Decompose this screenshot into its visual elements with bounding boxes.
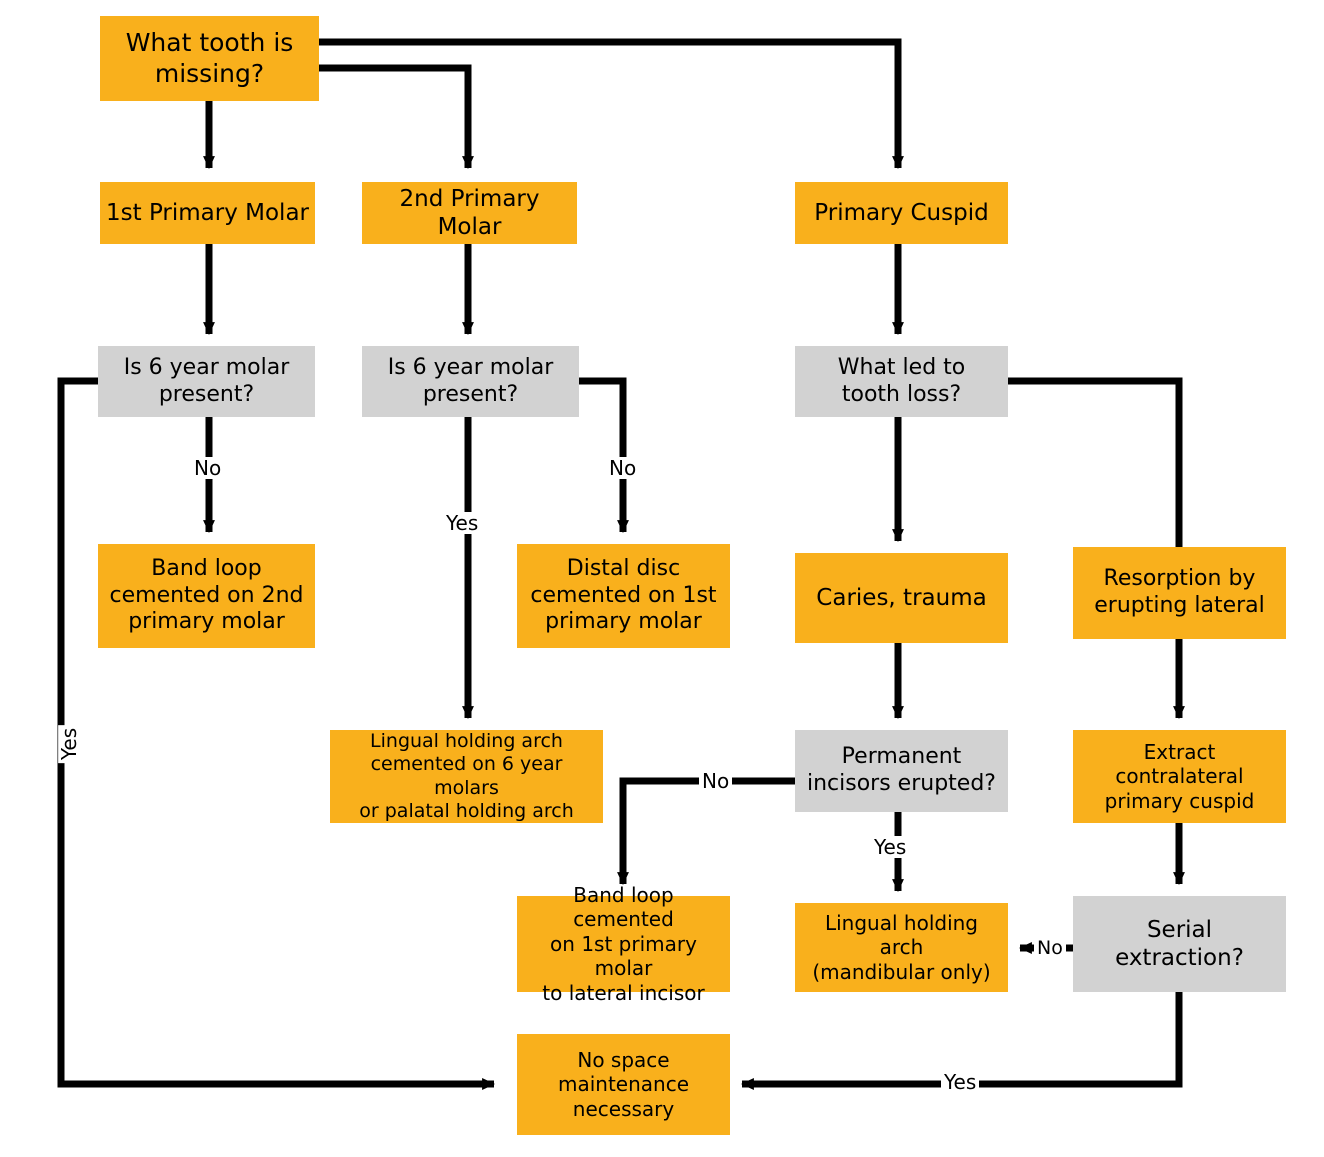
connector-what-tooth-to-2nd-primary-molar: [319, 64, 474, 170]
action-node-n12[interactable]: Lingual holding arch cemented on 6 year …: [330, 730, 603, 823]
connector-no-band-loop-lateral-incisor: [617, 777, 795, 886]
edge-label-l4: Yes: [57, 724, 81, 764]
decision-node-n5[interactable]: Is 6 year molar present?: [98, 346, 315, 417]
action-node-n14[interactable]: Extract contralateral primary cuspid: [1073, 730, 1286, 823]
connector-what-tooth-to-primary-cuspid: [319, 38, 904, 170]
edge-label-l6: Yes: [871, 836, 910, 858]
action-node-n16[interactable]: Lingual holding arch (mandibular only): [795, 903, 1008, 992]
action-node-n4[interactable]: Primary Cuspid: [795, 182, 1008, 244]
edge-label-l3: Yes: [443, 512, 482, 534]
edge-label-l7: No: [1034, 938, 1066, 959]
decision-node-n7[interactable]: What led to tooth loss?: [795, 346, 1008, 417]
connector-yes-no-space-maintenance: [740, 992, 1183, 1090]
action-node-n15[interactable]: Band loop cemented on 1st primary molar …: [517, 883, 730, 1005]
connector-no-distal-disc-1st-primary-molar: [579, 377, 629, 534]
edge-label-l8: Yes: [941, 1071, 980, 1093]
decision-node-n13[interactable]: Permanent incisors erupted?: [795, 730, 1008, 812]
edge-label-l2: No: [606, 457, 640, 479]
action-node-n18[interactable]: No space maintenance necessary: [517, 1034, 730, 1135]
decision-node-n6[interactable]: Is 6 year molar present?: [362, 346, 579, 417]
action-node-n2[interactable]: 1st Primary Molar: [100, 182, 315, 244]
action-node-n10[interactable]: Caries, trauma: [795, 553, 1008, 643]
edge-label-l5: No: [699, 770, 733, 792]
action-node-n3[interactable]: 2nd Primary Molar: [362, 182, 577, 244]
action-node-n1[interactable]: What tooth is missing?: [100, 16, 319, 101]
action-node-n8[interactable]: Band loop cemented on 2nd primary molar: [98, 544, 315, 648]
connector-resorption-by-erupting-lateral: [1008, 377, 1183, 547]
edge-label-l1: No: [191, 457, 225, 479]
action-node-n9[interactable]: Distal disc cemented on 1st primary mola…: [517, 544, 730, 648]
decision-node-n17[interactable]: Serial extraction?: [1073, 896, 1286, 992]
action-node-n11[interactable]: Resorption by erupting lateral: [1073, 547, 1286, 639]
